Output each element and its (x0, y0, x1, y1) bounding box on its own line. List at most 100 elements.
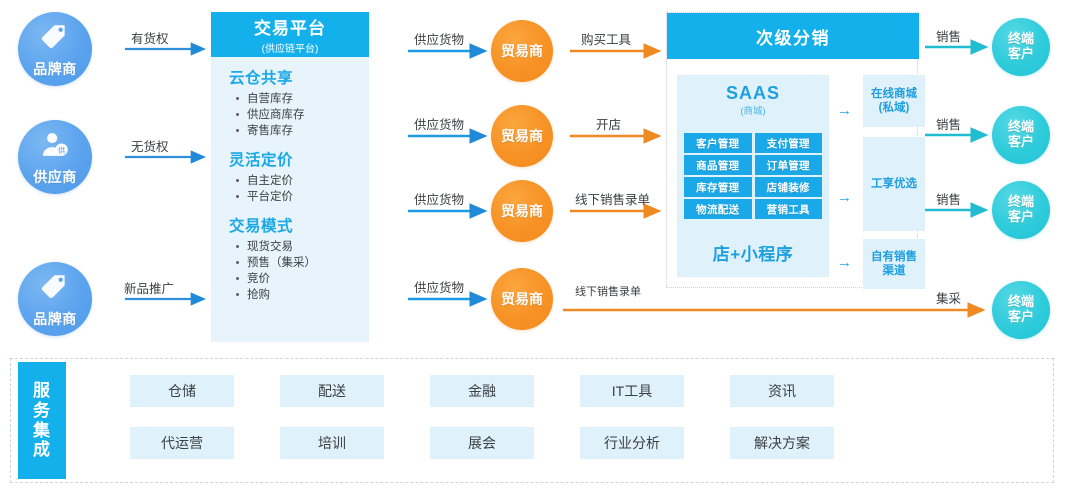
end-customer-line2: 客户 (1007, 46, 1034, 61)
service-tag-grid: 仓储 配送 金融 IT工具 资讯 代运营 培训 展会 行业分析 解决方案 (130, 375, 910, 459)
platform-subtitle: (供应链平台) (261, 44, 319, 55)
end-customer-circle-1[interactable]: 终端 客户 (992, 18, 1050, 76)
svg-text:供: 供 (58, 145, 66, 155)
svc-label-char-4: 成 (33, 440, 51, 460)
end-customer-line1: 终端 (1007, 294, 1034, 310)
group-heading: 云仓共享 (229, 70, 294, 87)
service-tag-exhibition[interactable]: 展会 (430, 427, 534, 459)
list-item: 供应商库存 (236, 107, 369, 123)
saas-tag-store-decoration[interactable]: 店铺装修 (754, 177, 822, 197)
saas-title: SAAS (725, 83, 780, 103)
platform-group-cloud-warehouse: 云仓共享 自营库存 供应商库存 寄售库存 (229, 57, 369, 139)
arrow-label-supply-goods-4: 供应货物 (414, 281, 465, 295)
service-integration-label: 服 务 集 成 (18, 362, 66, 479)
channel-line2: 渠道 (882, 265, 906, 277)
end-customer-circle-4[interactable]: 终端 客户 (992, 281, 1050, 339)
svc-label-char-1: 服 (33, 380, 51, 400)
arrow-label-supply-goods-1: 供应货物 (414, 33, 465, 47)
secondary-distribution-panel: 次级分销 SAAS (商城) 客户管理 支付管理 商品管理 订单管理 库存管理 … (666, 12, 925, 289)
end-customer-line1: 终端 (1007, 194, 1034, 210)
arrow-label-new-product-promo: 新品推广 (124, 282, 175, 296)
channel-box-own-sales-channel[interactable]: 自有销售 渠道 (863, 239, 925, 289)
arrow-label-buy-tools: 购买工具 (581, 33, 632, 47)
saas-tag-inventory-mgmt[interactable]: 库存管理 (684, 177, 752, 197)
saas-tag-product-mgmt[interactable]: 商品管理 (684, 155, 752, 175)
tag-icon (18, 270, 92, 306)
list-item: 竞价 (236, 271, 369, 287)
trader-circle-1[interactable]: 贸易商 (491, 20, 553, 82)
saas-tag-grid: 客户管理 支付管理 商品管理 订单管理 库存管理 店铺装修 物流配送 营销工具 (684, 133, 822, 219)
service-tag-agent-operation[interactable]: 代运营 (130, 427, 234, 459)
group-heading: 灵活定价 (229, 152, 294, 169)
channel-line1: 工享优选 (871, 177, 917, 190)
group-list: 自主定价 平台定价 (229, 173, 369, 205)
list-item: 抢购 (236, 287, 369, 303)
trading-platform-panel: 交易平台 (供应链平台) 云仓共享 自营库存 供应商库存 寄售库存 灵活定价 自… (211, 12, 369, 342)
service-tag-solutions[interactable]: 解决方案 (730, 427, 834, 459)
actor-brand-owner-1[interactable]: 品牌商 (18, 12, 92, 86)
saas-tag-customer-mgmt[interactable]: 客户管理 (684, 133, 752, 153)
group-list: 现货交易 预售（集采） 竞价 抢购 (229, 239, 369, 303)
list-item: 平台定价 (236, 189, 369, 205)
service-tag-delivery[interactable]: 配送 (280, 375, 384, 407)
tag-icon (18, 20, 92, 56)
service-tag-finance[interactable]: 金融 (430, 375, 534, 407)
saas-tag-logistics[interactable]: 物流配送 (684, 199, 752, 219)
actor-supplier[interactable]: 供 供应商 (18, 120, 92, 194)
arrow-label-open-store: 开店 (596, 118, 622, 132)
end-customer-line1: 终端 (1007, 31, 1034, 47)
saas-tag-order-mgmt[interactable]: 订单管理 (754, 155, 822, 175)
saas-subtitle: (商城) (740, 106, 766, 117)
platform-group-trade-modes: 交易模式 现货交易 预售（集采） 竞价 抢购 (229, 205, 369, 303)
trader-label: 贸易商 (501, 203, 543, 219)
right-arrow-icon-1: → (837, 102, 852, 119)
arrow-label-sales-2: 销售 (936, 118, 962, 132)
actor-label: 品牌商 (33, 61, 77, 77)
list-item: 自主定价 (236, 173, 369, 189)
right-arrow-icon-2: → (837, 189, 852, 206)
actor-label: 品牌商 (33, 311, 77, 327)
end-customer-circle-3[interactable]: 终端 客户 (992, 181, 1050, 239)
end-customer-line2: 客户 (1007, 309, 1034, 324)
arrow-label-offline-sales-entry-1: 线下销售录单 (575, 193, 651, 207)
service-tag-it-tools[interactable]: IT工具 (580, 375, 684, 407)
service-tag-industry-analysis[interactable]: 行业分析 (580, 427, 684, 459)
service-tag-warehousing[interactable]: 仓储 (130, 375, 234, 407)
end-customer-line2: 客户 (1007, 134, 1034, 149)
group-list: 自营库存 供应商库存 寄售库存 (229, 91, 369, 139)
arrow-label-no-goods-right: 无货权 (131, 140, 169, 154)
arrow-label-sales-1: 销售 (936, 30, 962, 44)
saas-box: SAAS (商城) 客户管理 支付管理 商品管理 订单管理 库存管理 店铺装修 … (677, 75, 829, 277)
arrow-label-offline-sales-entry-2: 线下销售录单 (575, 286, 641, 298)
end-customer-line1: 终端 (1007, 119, 1034, 135)
arrow-label-has-goods-right: 有货权 (131, 32, 169, 46)
arrow-label-sales-3: 销售 (936, 193, 962, 207)
service-tag-information[interactable]: 资讯 (730, 375, 834, 407)
arrow-label-supply-goods-2: 供应货物 (414, 118, 465, 132)
svc-label-char-3: 集 (33, 420, 51, 440)
saas-tag-marketing-tools[interactable]: 营销工具 (754, 199, 822, 219)
service-integration-section (10, 358, 1054, 483)
trader-circle-2[interactable]: 贸易商 (491, 105, 553, 167)
actor-label: 供应商 (33, 169, 77, 185)
mini-program-label: 店+小程序 (712, 245, 794, 264)
channel-box-online-mall[interactable]: 在线商城 (私域) (863, 75, 925, 127)
secondary-distribution-header: 次级分销 (667, 13, 919, 59)
end-customer-circle-2[interactable]: 终端 客户 (992, 106, 1050, 164)
right-arrow-icon-3: → (837, 254, 852, 271)
trader-circle-3[interactable]: 贸易商 (491, 180, 553, 242)
trader-label: 贸易商 (501, 291, 543, 307)
saas-tag-payment-mgmt[interactable]: 支付管理 (754, 133, 822, 153)
service-tag-training[interactable]: 培训 (280, 427, 384, 459)
arrow-label-group-purchase: 集采 (936, 292, 962, 306)
svc-label-char-2: 务 (33, 400, 51, 420)
list-item: 自营库存 (236, 91, 369, 107)
group-heading: 交易模式 (229, 218, 294, 235)
end-customer-line2: 客户 (1007, 209, 1034, 224)
channel-box-gongxiang-youxuan[interactable]: 工享优选 (863, 137, 925, 231)
platform-group-flexible-pricing: 灵活定价 自主定价 平台定价 (229, 139, 369, 205)
trader-circle-4[interactable]: 贸易商 (491, 268, 553, 330)
actor-brand-owner-2[interactable]: 品牌商 (18, 262, 92, 336)
channel-line1: 在线商城 (871, 87, 917, 100)
